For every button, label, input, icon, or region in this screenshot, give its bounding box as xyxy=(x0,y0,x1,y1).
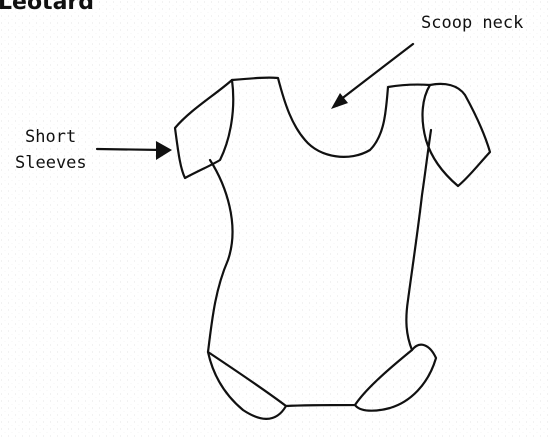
scoop-neck-label: Scoop neck xyxy=(421,13,523,33)
short-sleeves-label-line2: Sleeves xyxy=(15,153,87,173)
short-sleeves-label-line1: Short xyxy=(25,127,76,147)
diagram-title: Leotard xyxy=(0,0,94,15)
